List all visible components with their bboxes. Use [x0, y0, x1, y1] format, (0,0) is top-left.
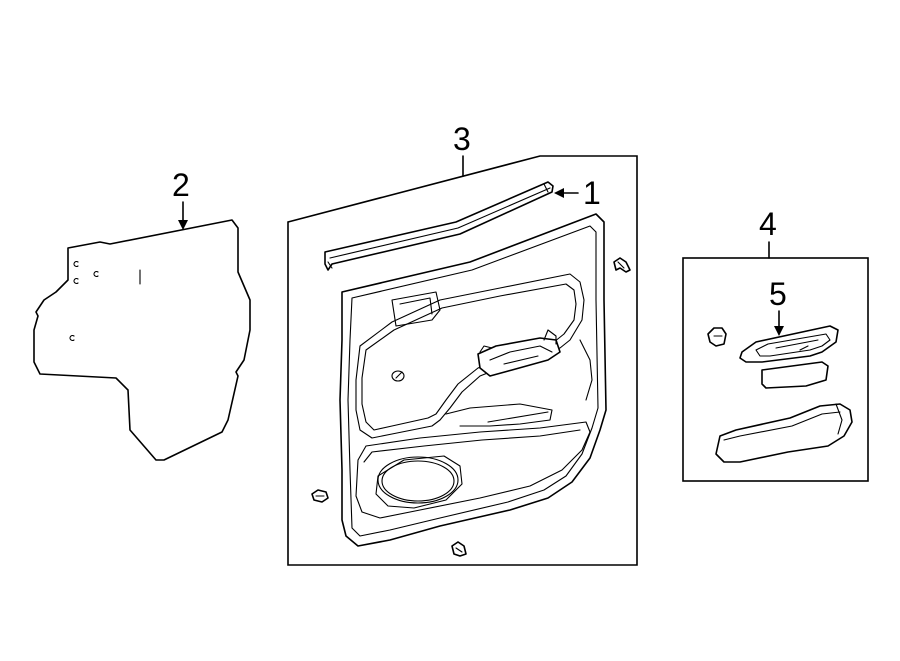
pull-handle-kit-box — [682, 257, 869, 482]
pull-handle[interactable] — [715, 403, 853, 463]
window-belt-weatherstrip[interactable] — [324, 181, 554, 271]
callout-5-label: 5 — [769, 276, 787, 312]
handle-clip[interactable] — [707, 327, 727, 347]
door-trim-panel[interactable] — [339, 213, 607, 547]
door-trim-panel-box — [287, 155, 638, 566]
callout-2: 2 — [172, 167, 190, 230]
callout-3-label: 3 — [453, 121, 471, 157]
callout-2-label: 2 — [172, 167, 190, 203]
clip-upper-right[interactable] — [613, 257, 631, 273]
callout-2-arrowhead — [178, 220, 188, 230]
callout-1: 1 — [554, 175, 601, 211]
callout-4: 4 — [759, 206, 777, 259]
callout-5: 5 — [769, 276, 787, 336]
callout-1-label: 1 — [583, 175, 601, 211]
callout-4-label: 4 — [759, 206, 777, 242]
handle-bezel[interactable] — [739, 325, 839, 389]
callout-5-arrowhead — [774, 326, 784, 336]
water-deflector-sheet[interactable] — [33, 219, 251, 461]
clip-left[interactable] — [311, 489, 329, 503]
callout-3: 3 — [453, 121, 471, 177]
callout-1-arrowhead — [554, 188, 564, 198]
clip-bottom[interactable] — [451, 541, 467, 557]
